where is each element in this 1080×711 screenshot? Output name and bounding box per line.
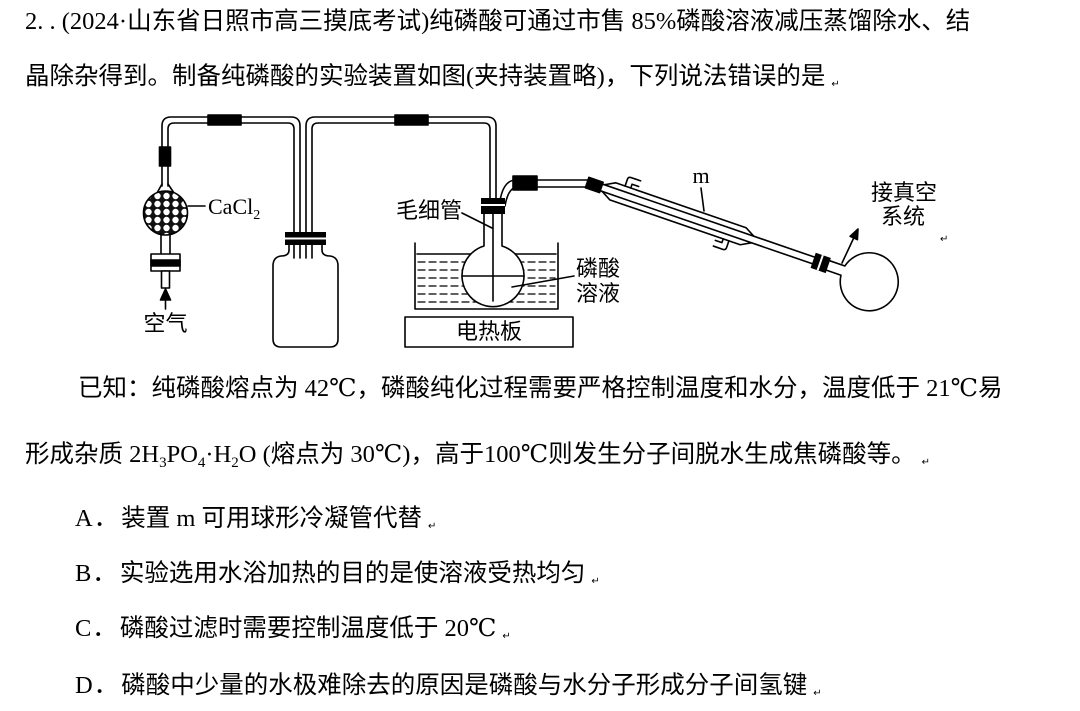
capillary-leader-line [461,212,493,229]
solution-label-line-1: 磷酸 [576,256,620,281]
solution-label-line-2: 溶液 [576,281,620,306]
formula-subscript: 4 [197,455,206,471]
receiving-flask [825,252,900,312]
safety-bottle [272,243,339,348]
question-stem-text: 晶除杂得到。制备纯磷酸的实验装置如图(夹持装置略)，下列说法错误的是 [25,63,826,90]
hot-plate [404,316,574,348]
capillary-label: 毛细管 [396,198,462,223]
condenser-inner-tube [588,179,817,266]
air-inlet-arrow [159,288,172,310]
drying-agent-subscript: 2 [253,208,260,223]
paragraph-mark: ↵ [591,576,600,587]
option-text: 磷酸过滤时需要控制温度低于 20℃ [119,615,497,642]
known-conditions-line-2: 形成杂质 2H3PO4·H2O (熔点为 30℃)，高于100℃则发生分子间脱水… [25,440,930,471]
option-b: B．实验选用水浴加热的目的是使溶液受热均匀 ↵ [75,559,600,589]
option-c: C．磷酸过滤时需要控制温度低于 20℃ ↵ [75,614,511,644]
paragraph-mark: ↵ [428,521,437,532]
paragraph-mark: ↵ [831,79,840,90]
drying-agent-label: CaCl2 [208,194,260,223]
hot-plate-label: 电热板 [456,319,522,344]
paragraph-mark: ↵ [940,234,948,245]
rubber-connector [394,114,429,126]
condenser-water-outlet [624,176,642,189]
formula-part: O [238,441,257,468]
rubber-connector [584,176,604,194]
option-separator: ． [93,672,119,699]
glass-tube-drying-to-bottle [161,116,301,259]
round-bottom-flask [461,213,525,308]
known-conditions-text: 形成杂质 [25,441,130,468]
question-stem-text: 纯磷酸可通过市售 85%磷酸溶液减压蒸馏除水、结 [429,8,971,35]
known-conditions-text: 已知：纯磷酸熔点为 42℃，磷酸纯化过程需要严格控制温度和水分，温度低于 21℃… [78,375,1003,402]
vacuum-label-line-1: 接真空 [871,180,937,205]
option-text: 实验选用水浴加热的目的是使溶液受热均匀 [119,560,586,587]
solution-leader-line [511,275,575,288]
condenser-leader-line [700,187,705,212]
option-a: A．装置 m 可用球形冷凝管代替 ↵ [75,504,436,534]
question-number: 2. [25,8,44,35]
formula-part: 2H [129,441,160,468]
condenser-label: m [692,163,709,188]
drying-tube [142,183,189,289]
question-source: . (2024·山东省日照市高三摸底考试) [49,8,430,35]
rubber-connector [158,146,172,167]
formula-part: ·H [205,441,232,468]
condenser-assembly [584,176,900,312]
option-separator: ． [92,560,117,587]
paragraph-mark: ↵ [502,631,511,642]
option-letter: D [75,672,93,699]
formula-subscript: 2 [231,455,239,471]
condenser-jacket [601,182,755,246]
known-conditions-text: (熔点为 30℃)，高于100℃则发生分子间脱水生成焦磷酸等。 [256,441,916,468]
question-stem-line-1: 2. . (2024·山东省日照市高三摸底考试)纯磷酸可通过市售 85%磷酸溶液… [25,7,970,37]
option-text: 磷酸中少量的水极难除去的原因是磷酸与水分子形成分子间氢键 [121,672,808,699]
drying-agent-formula: CaCl [208,194,253,219]
option-d: D．磷酸中少量的水极难除去的原因是磷酸与水分子形成分子间氢键 ↵ [75,671,822,701]
option-text: 装置 m 可用球形冷凝管代替 [121,505,423,532]
paragraph-mark: ↵ [921,457,930,468]
calcium-chloride-granules [142,190,189,236]
air-label: 空气 [143,311,187,336]
bottle-stopper [285,232,326,245]
impurity-formula: 2H3PO4·H2O [129,441,257,471]
condenser-water-inlet [712,238,730,251]
vacuum-label-line-2: 系统 [881,204,925,229]
glass-tube-bottle-to-flask [305,116,497,259]
option-separator: ． [93,505,119,532]
paragraph-mark: ↵ [813,688,822,699]
option-letter: C [75,615,92,642]
question-stem-line-2: 晶除杂得到。制备纯磷酸的实验装置如图(夹持装置略)，下列说法错误的是 ↵ [25,62,840,92]
formula-part: PO [166,441,198,468]
receiver-stopper [810,252,831,274]
rubber-connector [207,114,242,126]
known-conditions-line-1: 已知：纯磷酸熔点为 42℃，磷酸纯化过程需要严格控制温度和水分，温度低于 21℃… [78,374,1003,404]
option-letter: A [75,505,93,532]
option-separator: ． [92,615,117,642]
flask-stopper [481,198,505,214]
option-letter: B [75,560,92,587]
vacuum-arrow [841,228,859,264]
rubber-connector [512,175,538,191]
formula-subscript: 3 [159,455,167,471]
